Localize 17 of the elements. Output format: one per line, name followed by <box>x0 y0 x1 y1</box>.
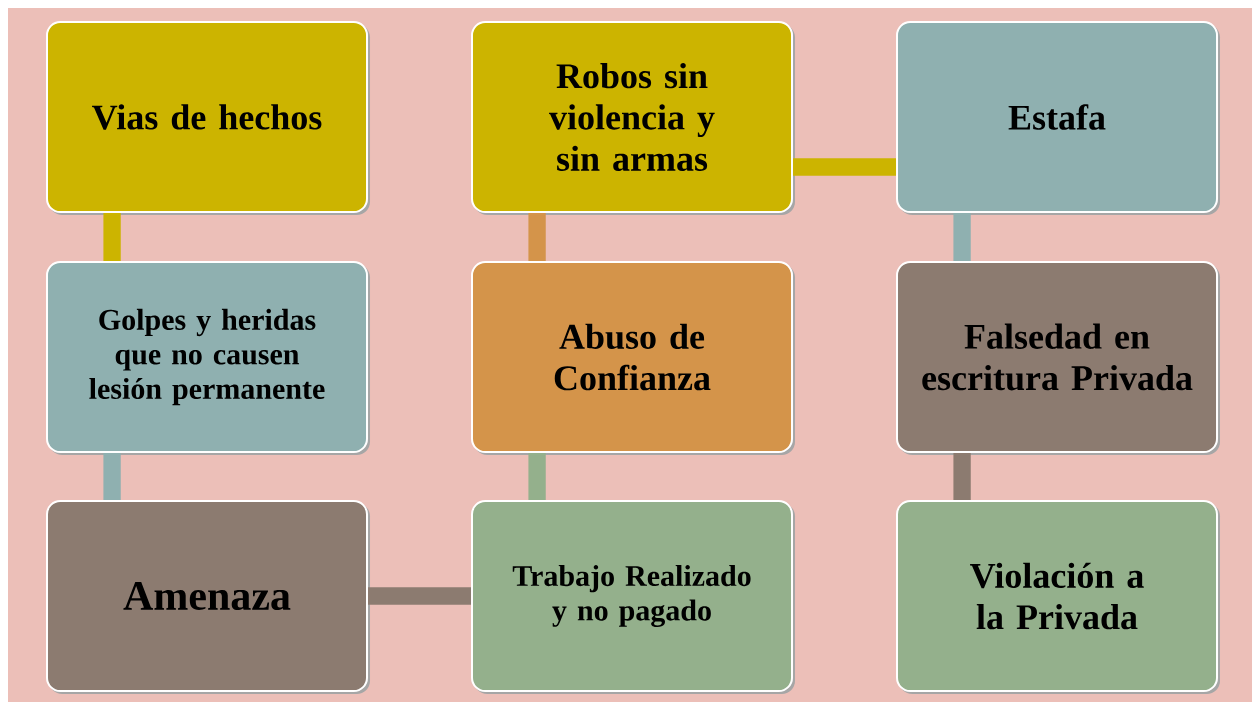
connector <box>368 587 471 605</box>
connector <box>953 453 971 500</box>
process-box: Amenaza <box>46 500 368 692</box>
process-box: Estafa <box>896 21 1218 213</box>
connector <box>103 453 121 500</box>
connector <box>953 213 971 261</box>
process-box: Golpes y heridas que no causen lesión permanente <box>46 261 368 453</box>
process-box: Vias de hechos <box>46 21 368 213</box>
process-box: Abuso de Confianza <box>471 261 793 453</box>
connector <box>793 158 896 176</box>
process-box: Violación a la Privada <box>896 500 1218 692</box>
process-box: Robos sin violencia y sin armas <box>471 21 793 213</box>
connector <box>103 213 121 261</box>
connector <box>528 213 546 261</box>
process-box: Falsedad en escritura Privada <box>896 261 1218 453</box>
connector <box>528 453 546 500</box>
process-box: Trabajo Realizado y no pagado <box>471 500 793 692</box>
